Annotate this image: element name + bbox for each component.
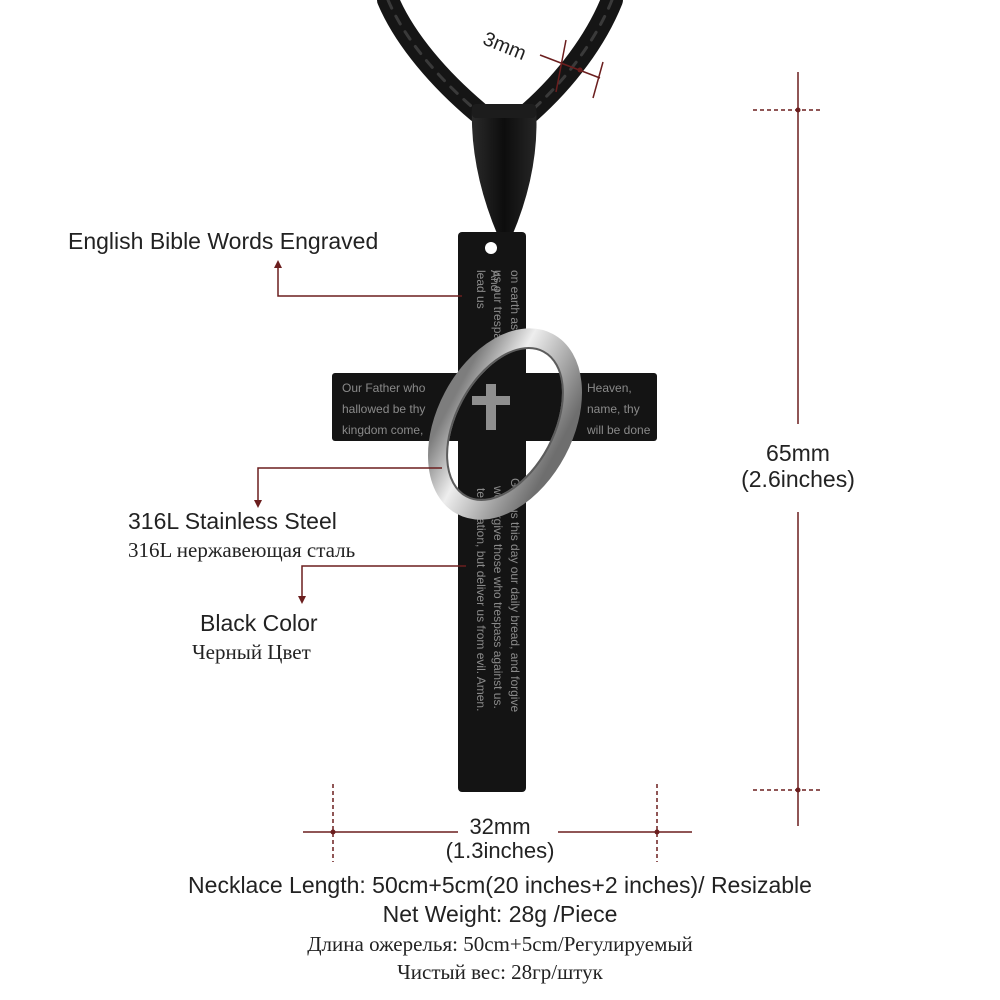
net-weight-spec: Net Weight: 28g /Piece <box>382 901 618 927</box>
net-weight-spec-ru: Чистый вес: 28гр/штук <box>397 960 603 984</box>
color-label-ru: Черный Цвет <box>192 640 311 664</box>
cross-emblem-icon <box>472 384 510 430</box>
engraving-line: name, thy <box>587 402 640 416</box>
engraving-line: Our Father who <box>342 381 426 395</box>
color-label: Black Color <box>200 610 318 636</box>
material-label-ru: 316L нержавеющая сталь <box>128 538 356 562</box>
engraving-line: kingdom come, <box>342 423 423 437</box>
engraving-label: English Bible Words Engraved <box>68 228 379 254</box>
dimension-lines <box>257 39 823 862</box>
engraving-line: temptation, but deliver us from evil. Am… <box>474 488 488 711</box>
height-in-label: (2.6inches) <box>741 466 855 492</box>
engraving-line: hallowed be thy <box>342 402 425 416</box>
necklace-length-spec: Necklace Length: 50cm+5cm(20 inches+2 in… <box>188 872 812 898</box>
height-mm-label: 65mm <box>766 440 830 466</box>
ring-icon <box>428 328 582 520</box>
necklace-length-spec-ru: Длина ожерелья: 50cm+5cm/Регулируемый <box>307 932 693 956</box>
engraving-line: will be done <box>586 423 651 437</box>
engraving-line: Give us this day our daily bread, and fo… <box>508 478 522 712</box>
width-mm-label: 32mm <box>469 814 531 839</box>
material-label: 316L Stainless Steel <box>128 508 337 534</box>
engraving-text: Our Father who hallowed be thy kingdom c… <box>342 270 651 712</box>
engraving-line: Heaven, <box>587 381 632 395</box>
pendant-bail-icon <box>471 104 537 236</box>
engraving-line: us our trespas <box>491 270 505 346</box>
chain-icon <box>377 0 623 123</box>
width-in-label: (1.3inches) <box>445 838 555 863</box>
engraving-line: we forgive those who trespass against us… <box>491 485 505 709</box>
engraving-line: And <box>488 270 502 291</box>
engraving-line: lead us <box>474 270 488 309</box>
